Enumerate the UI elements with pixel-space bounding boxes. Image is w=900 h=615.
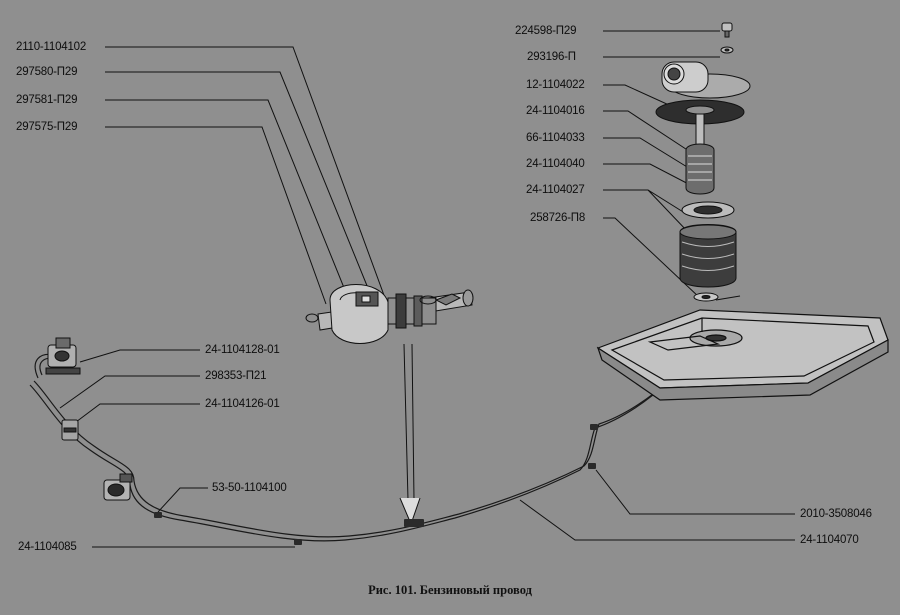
fuel-tube — [29, 343, 718, 542]
leader-297581 — [105, 99, 354, 311]
label-24-1104027: 24-1104027 — [526, 184, 585, 196]
label-24-1104085: 24-1104085 — [18, 541, 77, 553]
label-53-50-1104100: 53-50-1104100 — [212, 482, 287, 494]
label-2110-1104102: 2110-1104102 — [16, 41, 87, 53]
label-24-1104070: 24-1104070 — [800, 534, 859, 546]
label-2010-3508046: 2010-3508046 — [800, 508, 872, 520]
leader-297575 — [105, 126, 327, 305]
leader-298353 — [59, 375, 200, 409]
leader-66-1104033 — [603, 137, 706, 179]
leader-12-1104022 — [603, 84, 681, 111]
label-258726-p8: 258726-П8 — [530, 212, 586, 224]
leader-24-1104128 — [79, 349, 200, 363]
filter-bottom — [103, 473, 133, 501]
leader-24-1104126 — [71, 403, 200, 426]
filter-fitting — [61, 419, 79, 441]
label-293196-p: 293196-П — [527, 51, 576, 63]
label-297575-p29: 297575-П29 — [16, 121, 78, 133]
leader-24-1104027 — [603, 189, 689, 233]
leader-24-1104040 — [603, 163, 701, 191]
label-66-1104033: 66-1104033 — [526, 132, 585, 144]
tube-clips — [154, 424, 598, 545]
label-297581-p29: 297581-П29 — [16, 94, 78, 106]
figure-caption: Рис. 101. Бензиновый провод — [368, 583, 532, 597]
pump-fitting-top — [45, 337, 81, 375]
leader-2110-1104102 — [105, 46, 386, 299]
sender-unit — [655, 22, 751, 302]
label-298353-p21: 298353-П21 — [205, 370, 267, 382]
label-24-1104128-01: 24-1104128-01 — [205, 344, 280, 356]
detail-arrow — [399, 343, 421, 526]
leader-53-50 — [157, 487, 208, 513]
label-24-1104016: 24-1104016 — [526, 105, 585, 117]
leader-24-1104070 — [519, 499, 795, 541]
label-224598-p29: 224598-П29 — [515, 25, 577, 37]
leader-24-1104016 — [603, 110, 696, 156]
leader-258726 — [603, 217, 701, 299]
fuel-tank — [596, 309, 889, 401]
label-297580-p29: 297580-П29 — [16, 66, 78, 78]
clamp-detail — [305, 284, 474, 344]
label-24-1104040: 24-1104040 — [526, 158, 585, 170]
label-24-1104126-01: 24-1104126-01 — [205, 398, 280, 410]
leader-297580 — [105, 71, 373, 299]
label-12-1104022: 12-1104022 — [526, 79, 585, 91]
leader-2010-3508046 — [595, 469, 795, 515]
